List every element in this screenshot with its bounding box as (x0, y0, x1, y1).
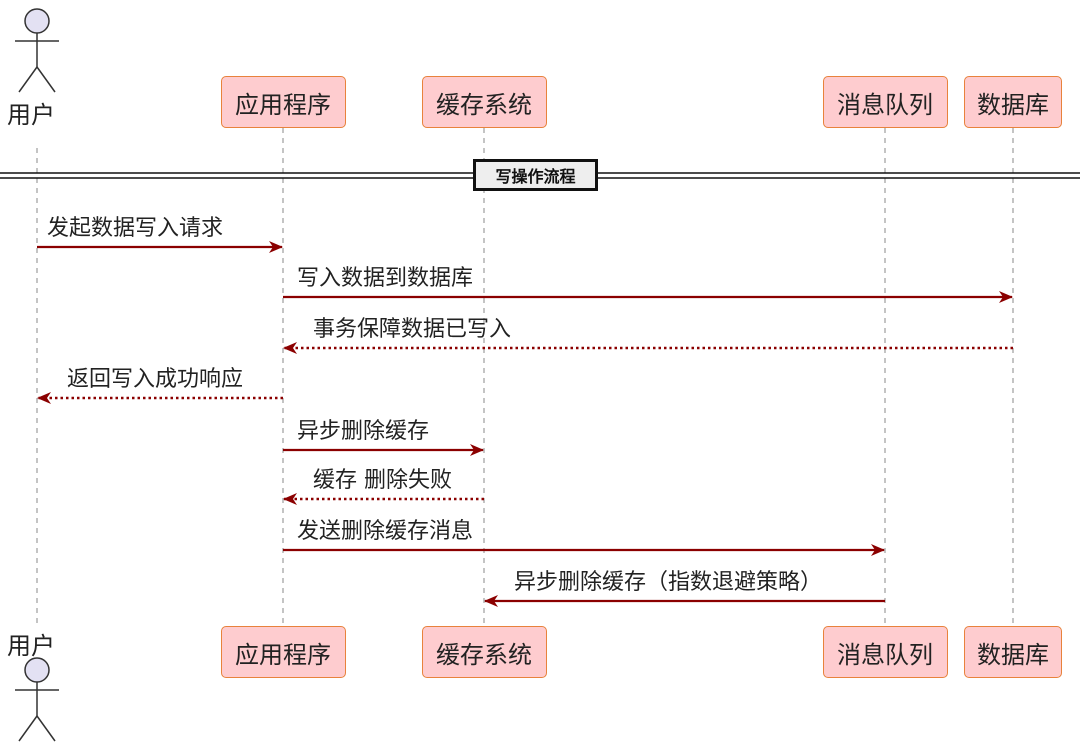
message-label-4: 返回写入成功响应 (67, 367, 244, 392)
actor-head (24, 8, 50, 34)
actor-figure-bottom (15, 657, 59, 742)
actor-label-top: 用户 (7, 101, 55, 129)
participant-app-top: 应用程序 (220, 76, 346, 128)
actor-leg-left (18, 715, 38, 742)
actor-head (24, 657, 50, 683)
participant-cache-top: 缓存系统 (421, 76, 547, 128)
participant-cache-bottom: 缓存系统 (421, 626, 547, 678)
actor-leg-right (36, 66, 56, 93)
message-label-1: 发起数据写入请求 (47, 216, 224, 241)
message-label-3: 事务保障数据已写入 (313, 317, 512, 342)
actor-leg-right (36, 715, 56, 742)
message-label-5: 异步删除缓存 (297, 419, 430, 444)
message-label-8: 异步删除缓存（指数退避策略） (514, 570, 823, 595)
message-label-7: 发送删除缓存消息 (297, 519, 474, 544)
actor-figure-top (15, 8, 59, 93)
participant-mq-top: 消息队列 (822, 76, 948, 128)
message-label-2: 写入数据到数据库 (297, 266, 474, 291)
message-label-6: 缓存 删除失败 (313, 468, 452, 493)
actor-label-bottom: 用户 (7, 632, 55, 660)
actor-leg-left (18, 66, 38, 93)
participant-app-bottom: 应用程序 (220, 626, 346, 678)
participant-db-bottom: 数据库 (964, 626, 1062, 678)
section-divider-label: 写操作流程 (473, 159, 598, 191)
participant-mq-bottom: 消息队列 (822, 626, 948, 678)
participant-db-top: 数据库 (964, 76, 1062, 128)
